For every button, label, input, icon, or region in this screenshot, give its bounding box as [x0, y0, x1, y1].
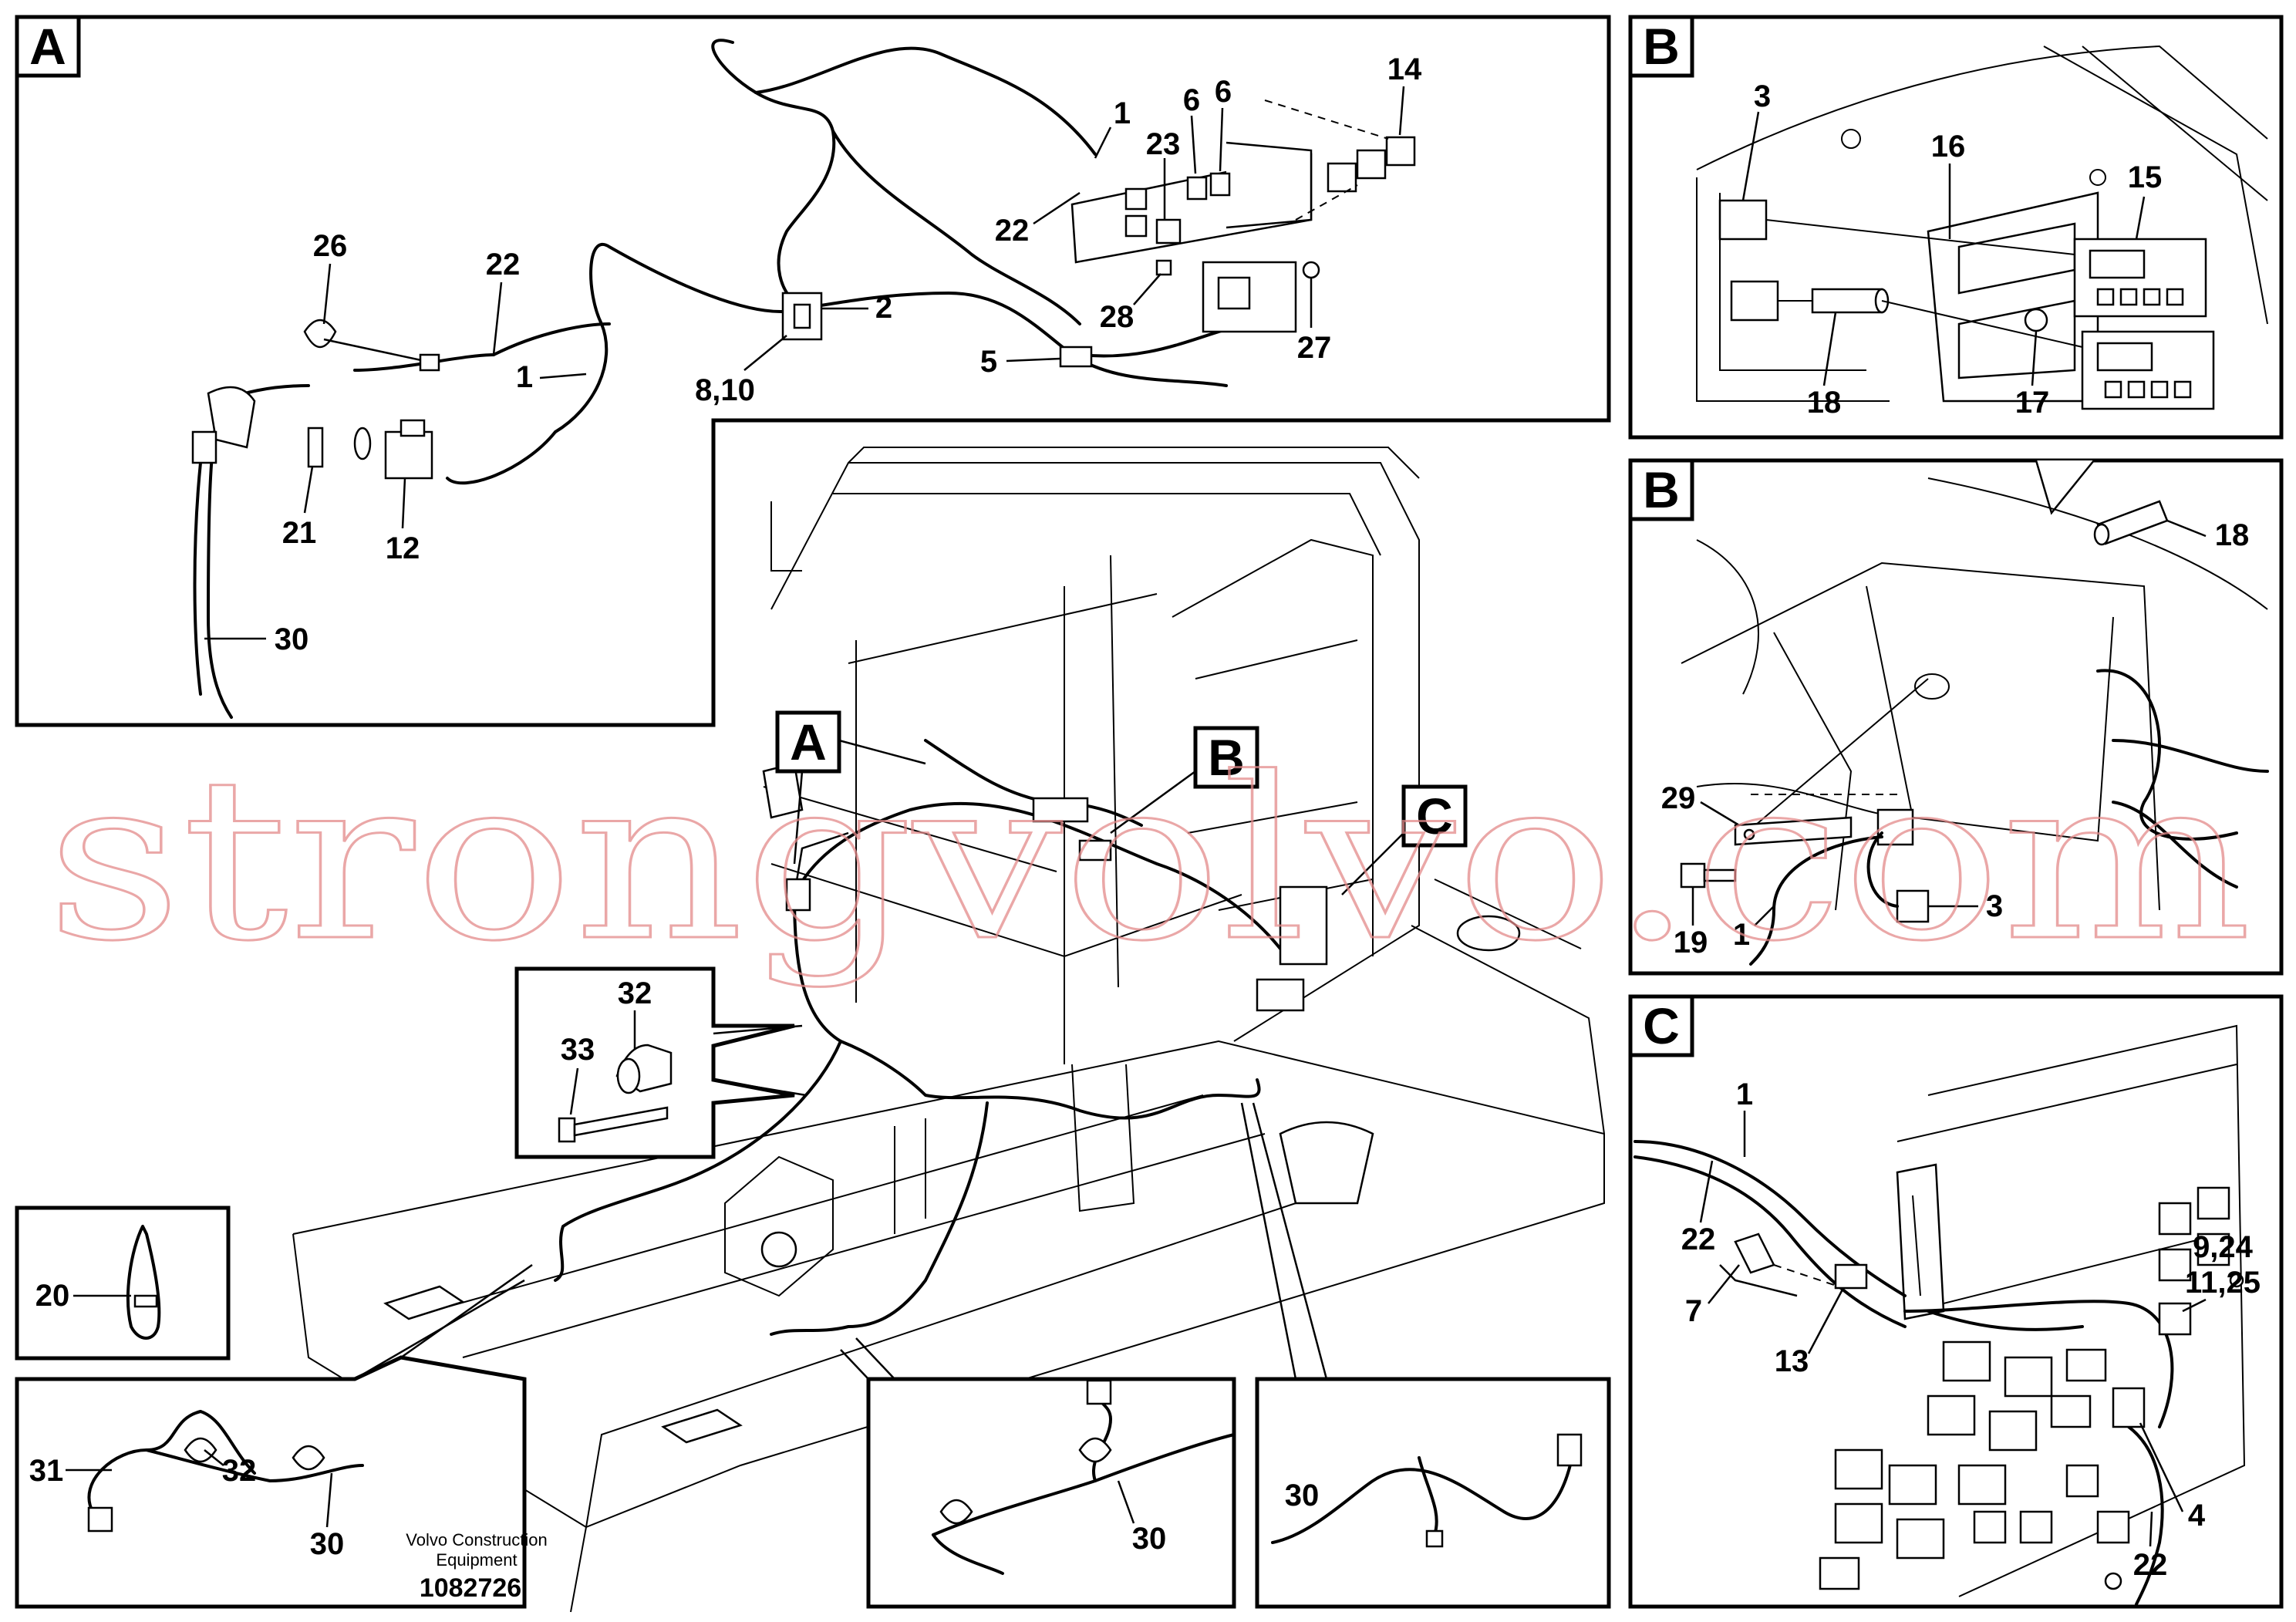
watermark-text: strongvolvo.com	[46, 730, 2252, 990]
detail-tie-strap: 20	[15, 1206, 231, 1361]
label-part-22b: 22	[486, 248, 521, 282]
detail-bottom-right: 30	[1240, 1102, 1611, 1609]
label-part-6b: 6	[1215, 75, 1232, 109]
detail-bottom-middle: 30	[840, 1337, 1236, 1609]
callout-b-letter: B	[1208, 729, 1245, 786]
panel-c-letter: C	[1643, 997, 1680, 1054]
callout-c-letter: C	[1416, 787, 1453, 845]
label-b2-part-3: 3	[1986, 889, 2003, 923]
label-c-part-11-25: 11,25	[2185, 1266, 2261, 1300]
label-c-part-22b: 22	[2133, 1548, 2168, 1582]
callout-c-main: C	[1341, 784, 1468, 895]
main-harness	[554, 739, 1328, 1336]
panel-c: C	[1628, 994, 2284, 1609]
label-part-30a: 30	[310, 1527, 345, 1561]
label-c-part-7: 7	[1685, 1294, 1702, 1328]
label-c-part-1: 1	[1736, 1077, 1753, 1111]
label-part-30b: 30	[1132, 1522, 1167, 1556]
label-b1-part-15: 15	[2128, 160, 2163, 194]
label-part-32b: 32	[222, 1454, 257, 1488]
label-part-23: 23	[1146, 127, 1181, 161]
label-b2-part-1: 1	[1733, 918, 1750, 952]
panel-a-letter: A	[29, 18, 66, 75]
detail-clamp: 32 33	[514, 966, 807, 1159]
callout-a-letter: A	[790, 713, 827, 771]
detail-bottom-left: 31 32 30	[15, 1263, 533, 1609]
label-part-30c: 30	[1285, 1479, 1320, 1512]
label-b2-part-29: 29	[1661, 781, 1696, 815]
panel-b-top: B 3 16	[1628, 15, 2284, 440]
label-part-26: 26	[313, 229, 348, 263]
panel-b-mid-letter: B	[1643, 461, 1680, 518]
callout-b-main: B	[1110, 726, 1259, 835]
label-b1-part-18: 18	[1807, 386, 1842, 420]
label-part-1a: 1	[1114, 96, 1131, 130]
caption-company: Volvo Construction	[406, 1530, 547, 1549]
label-b1-part-16: 16	[1931, 130, 1966, 164]
label-part-5: 5	[980, 345, 997, 379]
panel-b-mid: B 18 29 19 1 3	[1628, 458, 2284, 976]
label-part-6a: 6	[1183, 83, 1200, 117]
label-part-20: 20	[35, 1279, 70, 1313]
caption-drawing-number: 1082726	[420, 1573, 521, 1603]
label-c-part-13: 13	[1775, 1344, 1809, 1378]
label-part-22a: 22	[995, 214, 1030, 248]
label-part-14: 14	[1387, 52, 1422, 86]
label-part-28: 28	[1100, 300, 1135, 334]
callout-a-main: A	[775, 710, 926, 865]
label-part-32a: 32	[618, 976, 652, 1010]
caption-block: Volvo Construction Equipment 1082726	[406, 1530, 547, 1603]
label-part-1b: 1	[516, 360, 533, 394]
label-part-12: 12	[386, 531, 420, 565]
label-b1-part-3: 3	[1754, 79, 1771, 113]
label-part-2: 2	[875, 291, 892, 325]
label-part-27: 27	[1297, 331, 1332, 365]
panel-a: A	[15, 15, 1611, 727]
caption-division: Equipment	[436, 1550, 517, 1570]
label-b1-part-17: 17	[2015, 386, 2050, 420]
label-part-8-10: 8,10	[695, 373, 755, 407]
label-part-33: 33	[561, 1033, 595, 1067]
panel-b-top-letter: B	[1643, 18, 1680, 75]
label-c-part-4: 4	[2188, 1499, 2206, 1533]
label-b2-part-19: 19	[1674, 926, 1708, 959]
label-part-21: 21	[282, 516, 317, 550]
label-c-part-22a: 22	[1681, 1222, 1716, 1256]
label-c-part-9-24: 9,24	[2193, 1230, 2254, 1264]
label-b2-part-18: 18	[2215, 518, 2250, 552]
label-part-31: 31	[29, 1454, 64, 1488]
label-part-30: 30	[275, 622, 309, 656]
